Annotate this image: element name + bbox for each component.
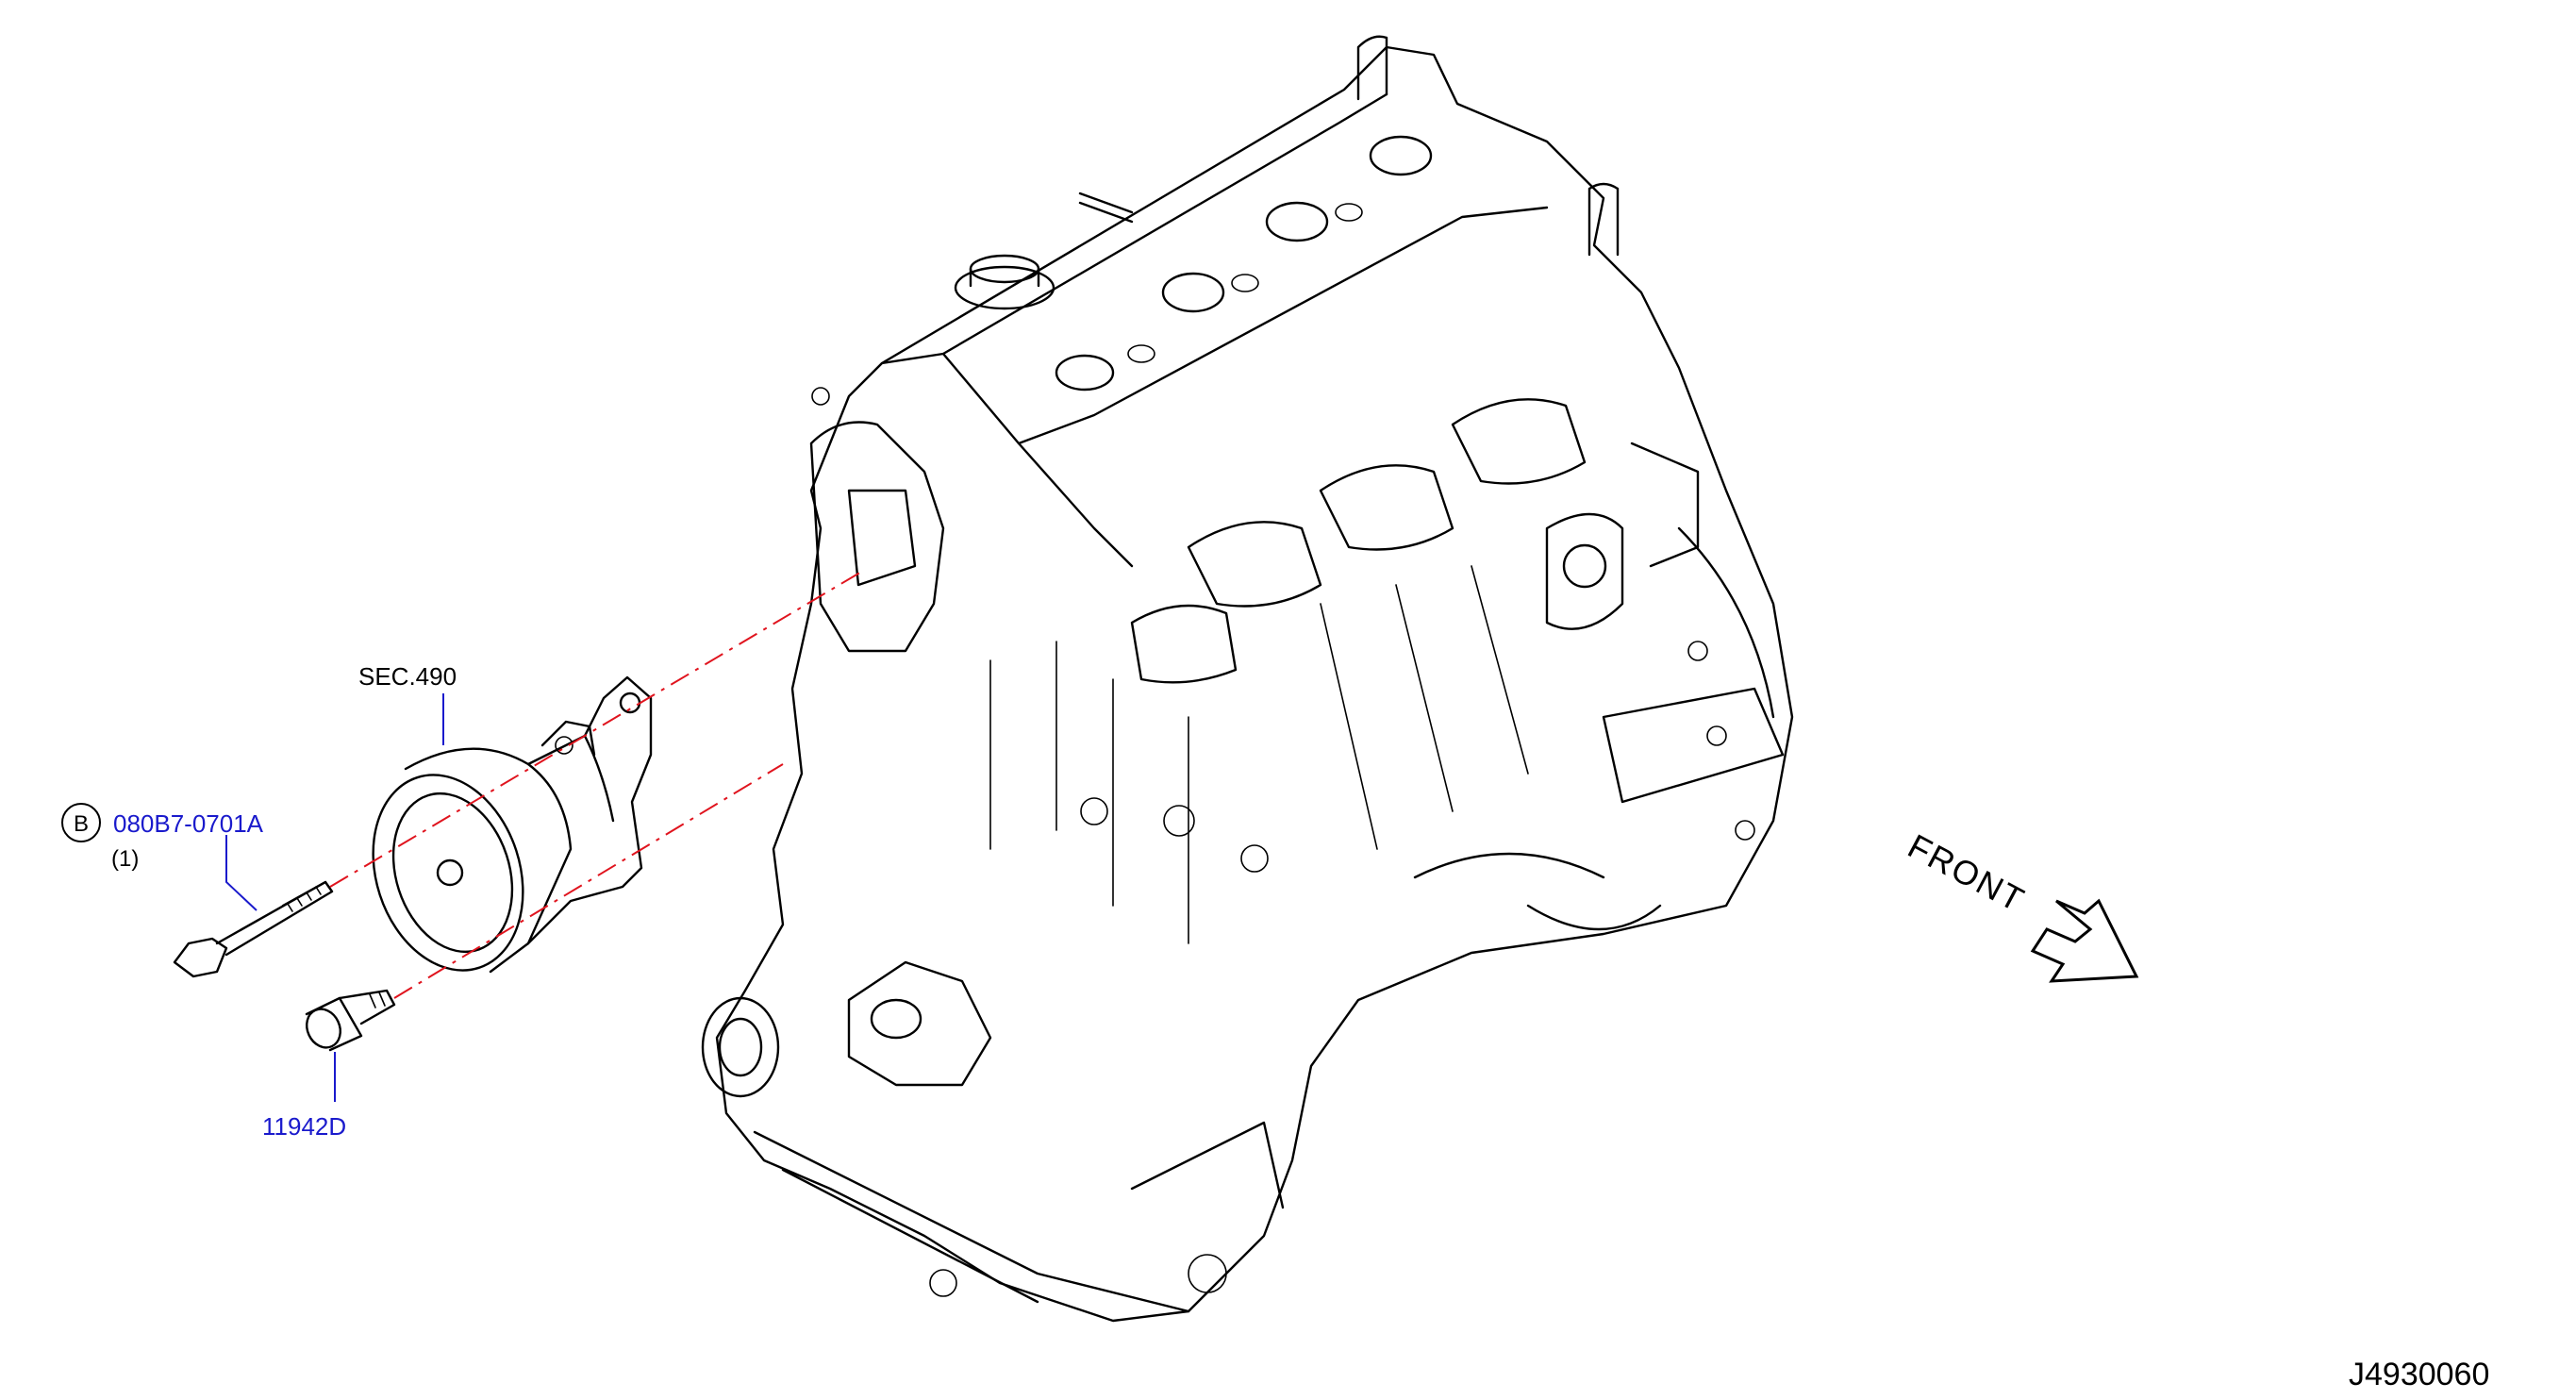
bolt-080b7-0701a (173, 880, 334, 978)
engine-assembly (701, 35, 1794, 1323)
part-quantity: (1) (111, 846, 139, 872)
bolt-11942d (305, 989, 396, 1052)
front-direction-label: FRONT (1902, 826, 2032, 920)
centerlines (329, 570, 864, 999)
front-arrow-icon (2030, 898, 2139, 983)
sec-ref-label: SEC.490 (358, 662, 457, 691)
callout-letter: B (74, 811, 89, 837)
leader-lines (225, 693, 444, 1102)
part-number-bolt[interactable]: 080B7-0701A (113, 809, 264, 838)
callout-circle (61, 803, 101, 842)
diagram-id: J4930060 (2349, 1357, 2489, 1392)
part-number-bolt2[interactable]: 11942D (262, 1112, 346, 1141)
pump-assembly (372, 675, 653, 974)
